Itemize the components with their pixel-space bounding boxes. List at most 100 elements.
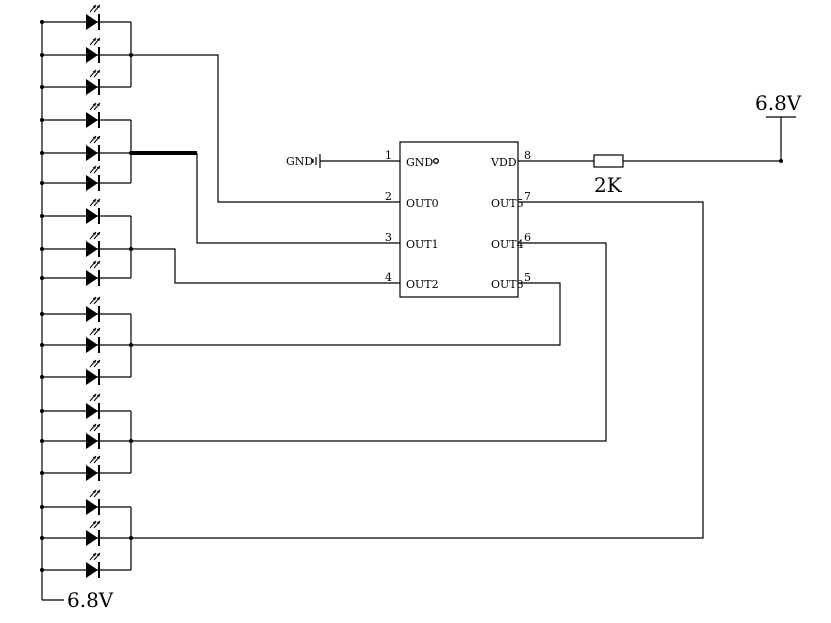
- resistor-label: 2K: [594, 173, 623, 197]
- led-icon: [86, 241, 98, 257]
- junction-dot: [40, 471, 44, 475]
- led-icon: [86, 79, 98, 95]
- pin-number: 8: [524, 149, 531, 162]
- junction-dot: [40, 181, 44, 185]
- junction-dot: [40, 276, 44, 280]
- arrowhead-icon: [92, 394, 96, 398]
- led-icon: [86, 465, 98, 481]
- resistor: [593, 154, 624, 168]
- arrowhead-icon: [96, 199, 100, 203]
- led-icon: [86, 14, 98, 30]
- supply-label-right: 6.8V: [755, 91, 802, 115]
- arrowhead-icon: [96, 456, 100, 460]
- pin-name: VDD: [490, 156, 517, 169]
- junction-dot: [40, 439, 44, 443]
- junction-dot: [40, 151, 44, 155]
- arrowhead-icon: [96, 360, 100, 364]
- arrowhead-icon: [92, 490, 96, 494]
- led-icon: [86, 145, 98, 161]
- led-array: [40, 4, 133, 578]
- arrowhead-icon: [96, 297, 100, 301]
- ground-symbol: [312, 154, 321, 168]
- arrowhead-icon: [96, 553, 100, 557]
- junction-dot: [40, 505, 44, 509]
- led-icon: [86, 337, 98, 353]
- arrowhead-icon: [92, 199, 96, 203]
- pin-number: 4: [385, 271, 392, 284]
- pin-name: GND: [406, 156, 433, 169]
- junction-dot: [129, 151, 133, 155]
- pin-number: 5: [524, 271, 531, 284]
- arrowhead-icon: [92, 360, 96, 364]
- arrowhead-icon: [92, 456, 96, 460]
- junction-dot: [40, 375, 44, 379]
- arrowhead-icon: [92, 424, 96, 428]
- arrowhead-icon: [92, 232, 96, 236]
- supply-label-left: 6.8V: [67, 588, 114, 612]
- junction-dot: [129, 536, 133, 540]
- arrowhead-icon: [92, 136, 96, 140]
- arrowhead-icon: [92, 553, 96, 557]
- pin-name: OUT4: [491, 238, 524, 251]
- arrowhead-icon: [92, 5, 96, 9]
- arrowhead-icon: [92, 38, 96, 42]
- arrowhead-icon: [96, 424, 100, 428]
- junction-dot: [129, 53, 133, 57]
- arrowhead-icon: [92, 521, 96, 525]
- gnd-label: GND: [286, 155, 313, 168]
- arrowhead-icon: [96, 394, 100, 398]
- arrowhead-icon: [96, 232, 100, 236]
- pin-number: 3: [385, 231, 392, 244]
- led-icon: [86, 306, 98, 322]
- arrowhead-icon: [96, 38, 100, 42]
- led-icon: [86, 47, 98, 63]
- junction-dot: [40, 568, 44, 572]
- arrowhead-icon: [96, 261, 100, 265]
- arrowhead-icon: [96, 166, 100, 170]
- arrowhead-icon: [96, 136, 100, 140]
- arrowhead-icon: [96, 490, 100, 494]
- junction-dot: [40, 247, 44, 251]
- arrowhead-icon: [92, 166, 96, 170]
- pin-number: 1: [385, 149, 392, 162]
- junction-dot: [129, 247, 133, 251]
- junction-dot: [40, 85, 44, 89]
- led-icon: [86, 499, 98, 515]
- arrowhead-icon: [96, 521, 100, 525]
- pin-name: OUT1: [406, 238, 439, 251]
- ic-right-pins: 8 VDD 7 OUT5 6 OUT4 5 OUT3: [490, 149, 531, 291]
- ic-chip: [399, 141, 519, 298]
- led-icon: [86, 403, 98, 419]
- ic-left-pins: 1 GND 2 OUT0 3 OUT1 4 OUT2: [385, 149, 439, 291]
- junction-dot: [40, 20, 44, 24]
- junction-dot: [40, 53, 44, 57]
- wires: [41, 22, 796, 601]
- pin-name: OUT2: [406, 278, 439, 291]
- junction-dot: [40, 312, 44, 316]
- junction-dot: [40, 343, 44, 347]
- led-icon: [86, 369, 98, 385]
- arrowhead-icon: [92, 261, 96, 265]
- junction-dot: [40, 214, 44, 218]
- arrowhead-icon: [92, 103, 96, 107]
- junction-dot: [129, 439, 133, 443]
- arrowhead-icon: [96, 70, 100, 74]
- junction-dot: [40, 409, 44, 413]
- arrowhead-icon: [96, 5, 100, 9]
- led-icon: [86, 562, 98, 578]
- led-icon: [86, 208, 98, 224]
- arrowhead-icon: [92, 297, 96, 301]
- arrowhead-icon: [92, 328, 96, 332]
- junction-dot: [129, 343, 133, 347]
- led-icon: [86, 270, 98, 286]
- pin1-marker-icon: [433, 158, 439, 164]
- led-icon: [86, 175, 98, 191]
- pin-name: OUT0: [406, 197, 439, 210]
- pin-number: 2: [385, 190, 392, 203]
- junction-dot: [40, 118, 44, 122]
- pin-number: 7: [524, 190, 531, 203]
- arrowhead-icon: [96, 328, 100, 332]
- led-icon: [86, 530, 98, 546]
- junction-dot: [40, 536, 44, 540]
